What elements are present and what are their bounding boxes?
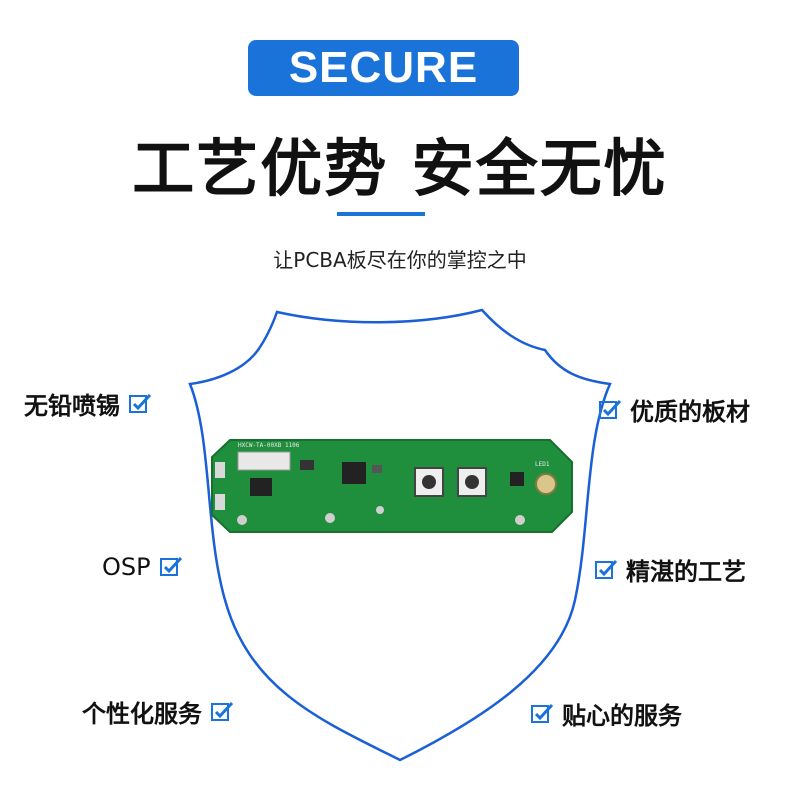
page-headline: 工艺优势 安全无忧: [132, 132, 668, 205]
checkbox-icon: [159, 556, 182, 576]
feature-item-attentive-service: 贴心的服务: [530, 696, 682, 731]
checkbox-icon: [599, 399, 622, 419]
feature-label: 贴心的服务: [562, 702, 682, 730]
secure-badge: SECURE: [248, 40, 519, 96]
feature-label: 精湛的工艺: [626, 558, 746, 586]
title-divider: [337, 212, 425, 216]
feature-label: 个性化服务: [82, 700, 202, 728]
pcb-silk-label: HXCW-TA-00XB 1106: [238, 442, 300, 449]
checkbox-icon: [129, 393, 152, 413]
feature-label: 优质的板材: [630, 398, 750, 426]
feature-item-fine-craft: 精湛的工艺: [594, 552, 746, 587]
feature-item-custom-service: 个性化服务: [82, 694, 234, 729]
pcb-led-label: LED1: [535, 461, 550, 468]
feature-label: OSP: [102, 553, 151, 581]
checkbox-icon: [595, 559, 618, 579]
checkbox-icon: [211, 701, 234, 721]
feature-label: 无铅喷锡: [24, 392, 120, 420]
checkbox-icon: [531, 703, 554, 723]
feature-item-lead-free: 无铅喷锡: [24, 386, 152, 421]
feature-item-quality-material: 优质的板材: [598, 392, 750, 427]
page-subtitle: 让PCBA板尽在你的掌控之中: [273, 248, 527, 272]
feature-item-osp: OSP: [102, 553, 183, 581]
